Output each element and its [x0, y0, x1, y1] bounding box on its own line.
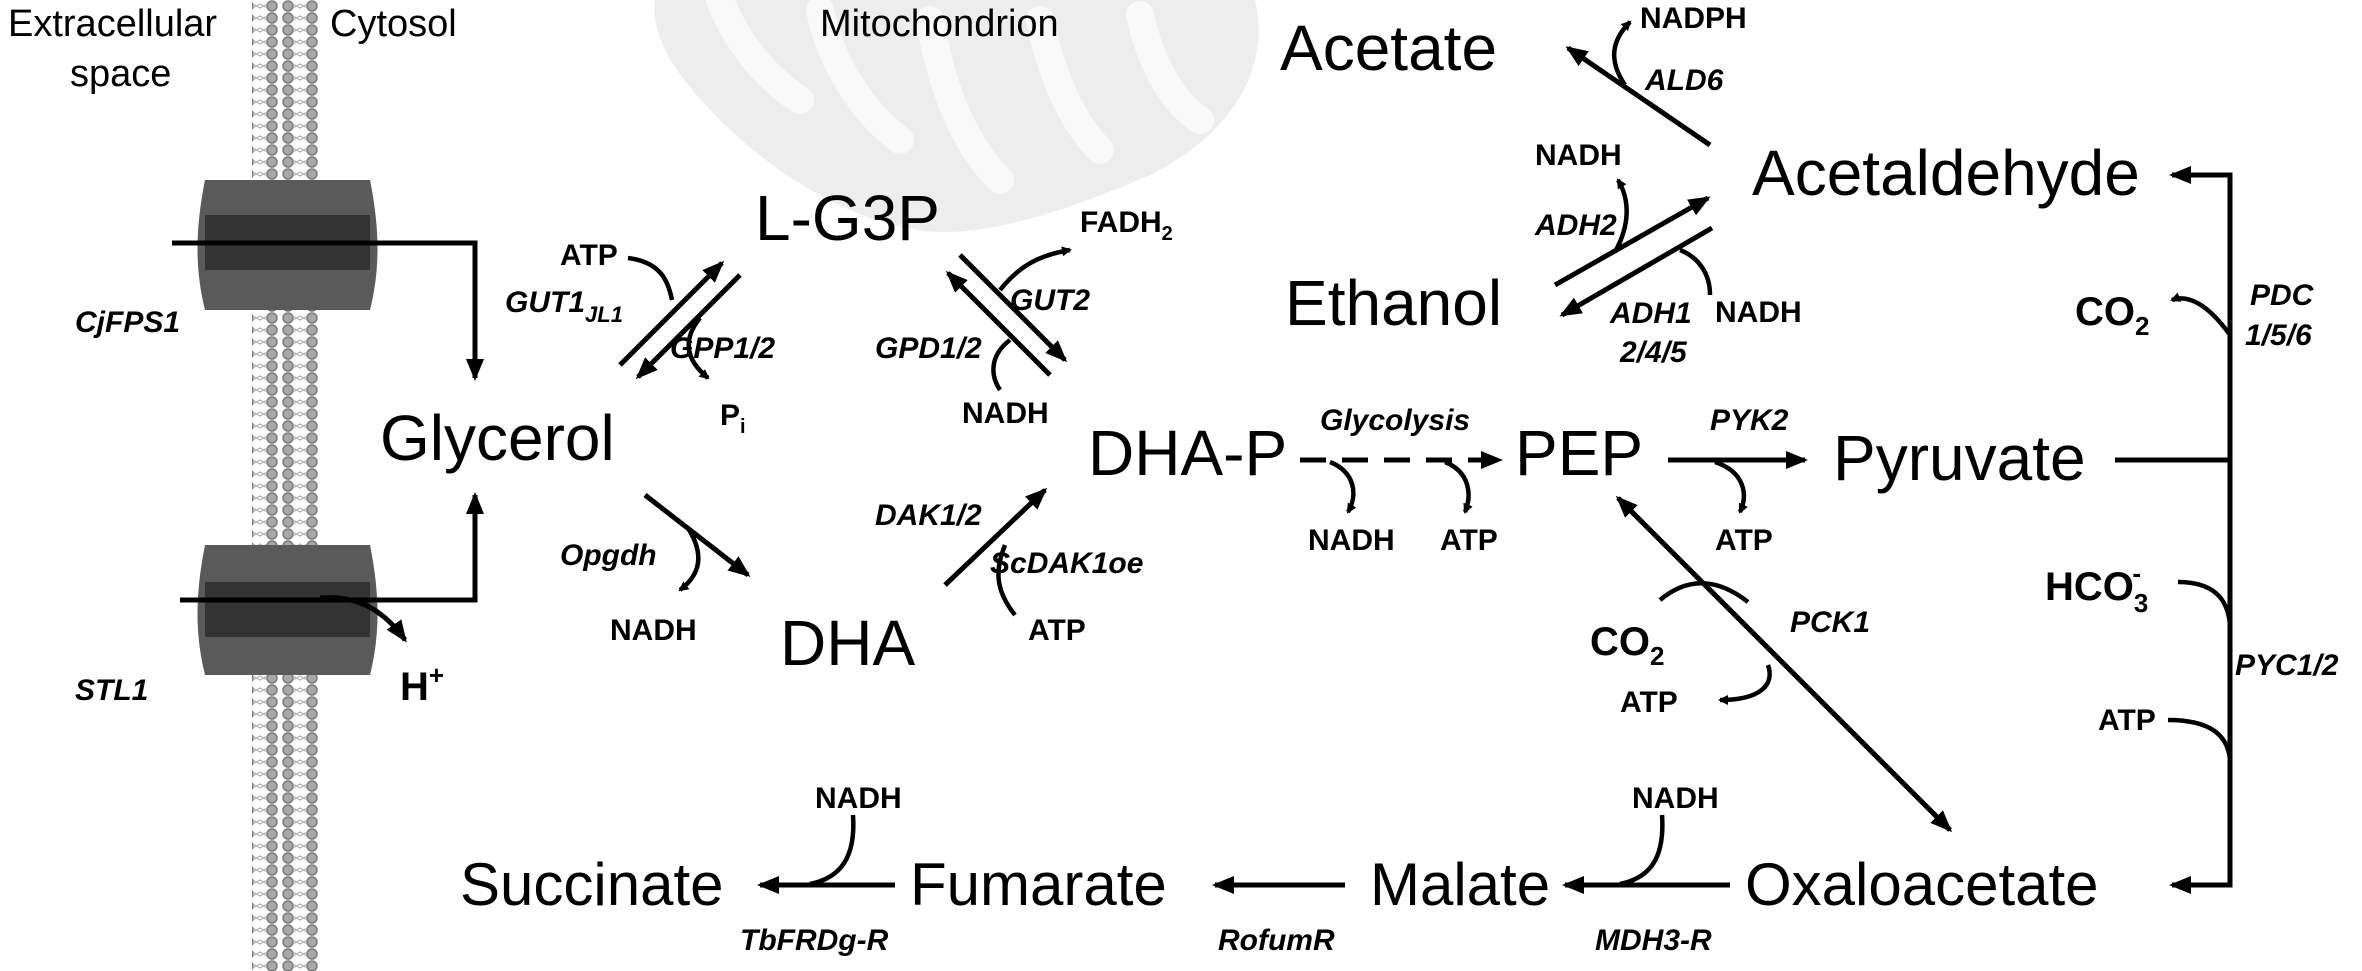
extracellular-label: Extracellular [8, 3, 217, 45]
metabolite-ethanol: Ethanol [1285, 267, 1502, 339]
enzyme-adh1-isoforms: 2/4/5 [1619, 336, 1688, 369]
cofactor-pi: Pi [720, 399, 746, 438]
cofactor-atp-pyk2: ATP [1715, 524, 1773, 557]
tbfrd-reaction [757, 814, 895, 894]
metabolite-pep: PEP [1515, 417, 1643, 489]
metabolite-acetate: Acetate [1280, 12, 1497, 84]
ald6-reaction [1565, 20, 1712, 148]
metabolite-succinate: Succinate [460, 851, 724, 918]
cofactor-nadh-adh1: NADH [1715, 296, 1802, 329]
enzyme-adh1: ADH1 [1609, 297, 1692, 330]
stl1-transport-arrow [180, 492, 484, 643]
metabolite-dha-p: DHA-P [1088, 417, 1287, 489]
cofactor-nadh-gpd: NADH [962, 397, 1049, 430]
adh2-reaction [1553, 178, 1711, 288]
cjfps1-transport-arrow [172, 240, 484, 381]
metabolite-l-g3p: L-G3P [755, 182, 940, 254]
enzyme-mdh3: MDH3-R [1595, 924, 1712, 957]
enzyme-rofum: RofumR [1218, 924, 1335, 957]
cofactor-co2-pck: CO2 [1590, 620, 1664, 671]
gut1-reaction [618, 255, 725, 367]
cofactor-h-plus: H+ [400, 660, 444, 709]
cofactor-nadh-opgdh: NADH [610, 614, 697, 647]
cofactor-nadh-frd: NADH [815, 782, 902, 815]
cofactor-nadh-mdh: NADH [1632, 782, 1719, 815]
enzyme-gpd: GPD1/2 [875, 332, 982, 365]
stl1-transporter [197, 545, 378, 675]
metabolite-dha: DHA [780, 607, 915, 679]
enzyme-scdak: ScDAK1oe [990, 547, 1143, 580]
cofactor-co2-pdc: CO2 [2075, 290, 2149, 341]
enzyme-stl1: STL1 [75, 674, 148, 707]
cofactor-atp-glycolysis: ATP [1440, 524, 1498, 557]
cofactor-fadh2: FADH2 [1080, 206, 1173, 245]
enzyme-cjfps1: CjFPS1 [75, 306, 180, 339]
enzyme-pdc: PDC [2250, 279, 2315, 312]
enzyme-gut1: GUT1JL1 [505, 286, 623, 327]
enzyme-gut2: GUT2 [1010, 284, 1090, 317]
mitochondrion-label: Mitochondrion [820, 3, 1059, 45]
pyc-reaction [2167, 460, 2233, 894]
dak-reaction [943, 487, 1048, 617]
enzyme-dak: DAK1/2 [875, 499, 982, 532]
enzyme-gpp: GPP1/2 [670, 332, 775, 365]
cofactor-nadph: NADPH [1640, 2, 1747, 35]
enzyme-pck1: PCK1 [1790, 606, 1870, 639]
metabolite-acetaldehyde: Acetaldehyde [1752, 137, 2140, 209]
enzyme-tbfrd: TbFRDg-R [740, 924, 889, 957]
extracellular-label-line2: space [70, 53, 171, 95]
enzyme-adh2: ADH2 [1534, 209, 1617, 242]
pck1-reaction [1615, 495, 1953, 833]
metabolite-malate: Malate [1370, 851, 1550, 918]
enzyme-glycolysis: Glycolysis [1320, 404, 1470, 437]
metabolite-fumarate: Fumarate [910, 851, 1167, 918]
cofactor-nadh-glycolysis: NADH [1308, 524, 1395, 557]
enzyme-pyc: PYC1/2 [2235, 649, 2339, 682]
cofactor-atp-pyc: ATP [2098, 704, 2156, 737]
cofactor-atp-dak: ATP [1028, 614, 1086, 647]
cofactor-atp-gut1: ATP [560, 239, 618, 272]
glycolysis-reaction [1300, 451, 1503, 514]
enzyme-ald6: ALD6 [1644, 64, 1724, 97]
cytosol-label: Cytosol [330, 3, 457, 45]
cofactor-hco3: HCO3- [2045, 558, 2148, 618]
gpp-reaction [635, 273, 742, 380]
metabolite-glycerol: Glycerol [380, 402, 615, 474]
adh1-reaction [1559, 225, 1714, 318]
metabolite-oxaloacetate: Oxaloacetate [1745, 851, 2099, 918]
pdc-reaction [2115, 166, 2233, 463]
plasma-membrane [252, 0, 322, 971]
enzyme-opgdh: Opgdh [560, 539, 657, 572]
metabolite-pyruvate: Pyruvate [1833, 422, 2086, 494]
opgdh-reaction [643, 493, 751, 592]
enzyme-pyk2: PYK2 [1710, 404, 1789, 437]
gut2-reaction [958, 246, 1072, 363]
gpd-reaction [945, 270, 1052, 392]
mitochondrion-shape [654, 0, 1259, 233]
pyk2-reaction [1668, 451, 1808, 514]
cofactor-nadh-adh2: NADH [1535, 139, 1622, 172]
enzyme-pdc-isoforms: 1/5/6 [2245, 319, 2312, 352]
cofactor-atp-pck: ATP [1620, 686, 1678, 719]
mdh3-reaction [1562, 814, 1730, 894]
